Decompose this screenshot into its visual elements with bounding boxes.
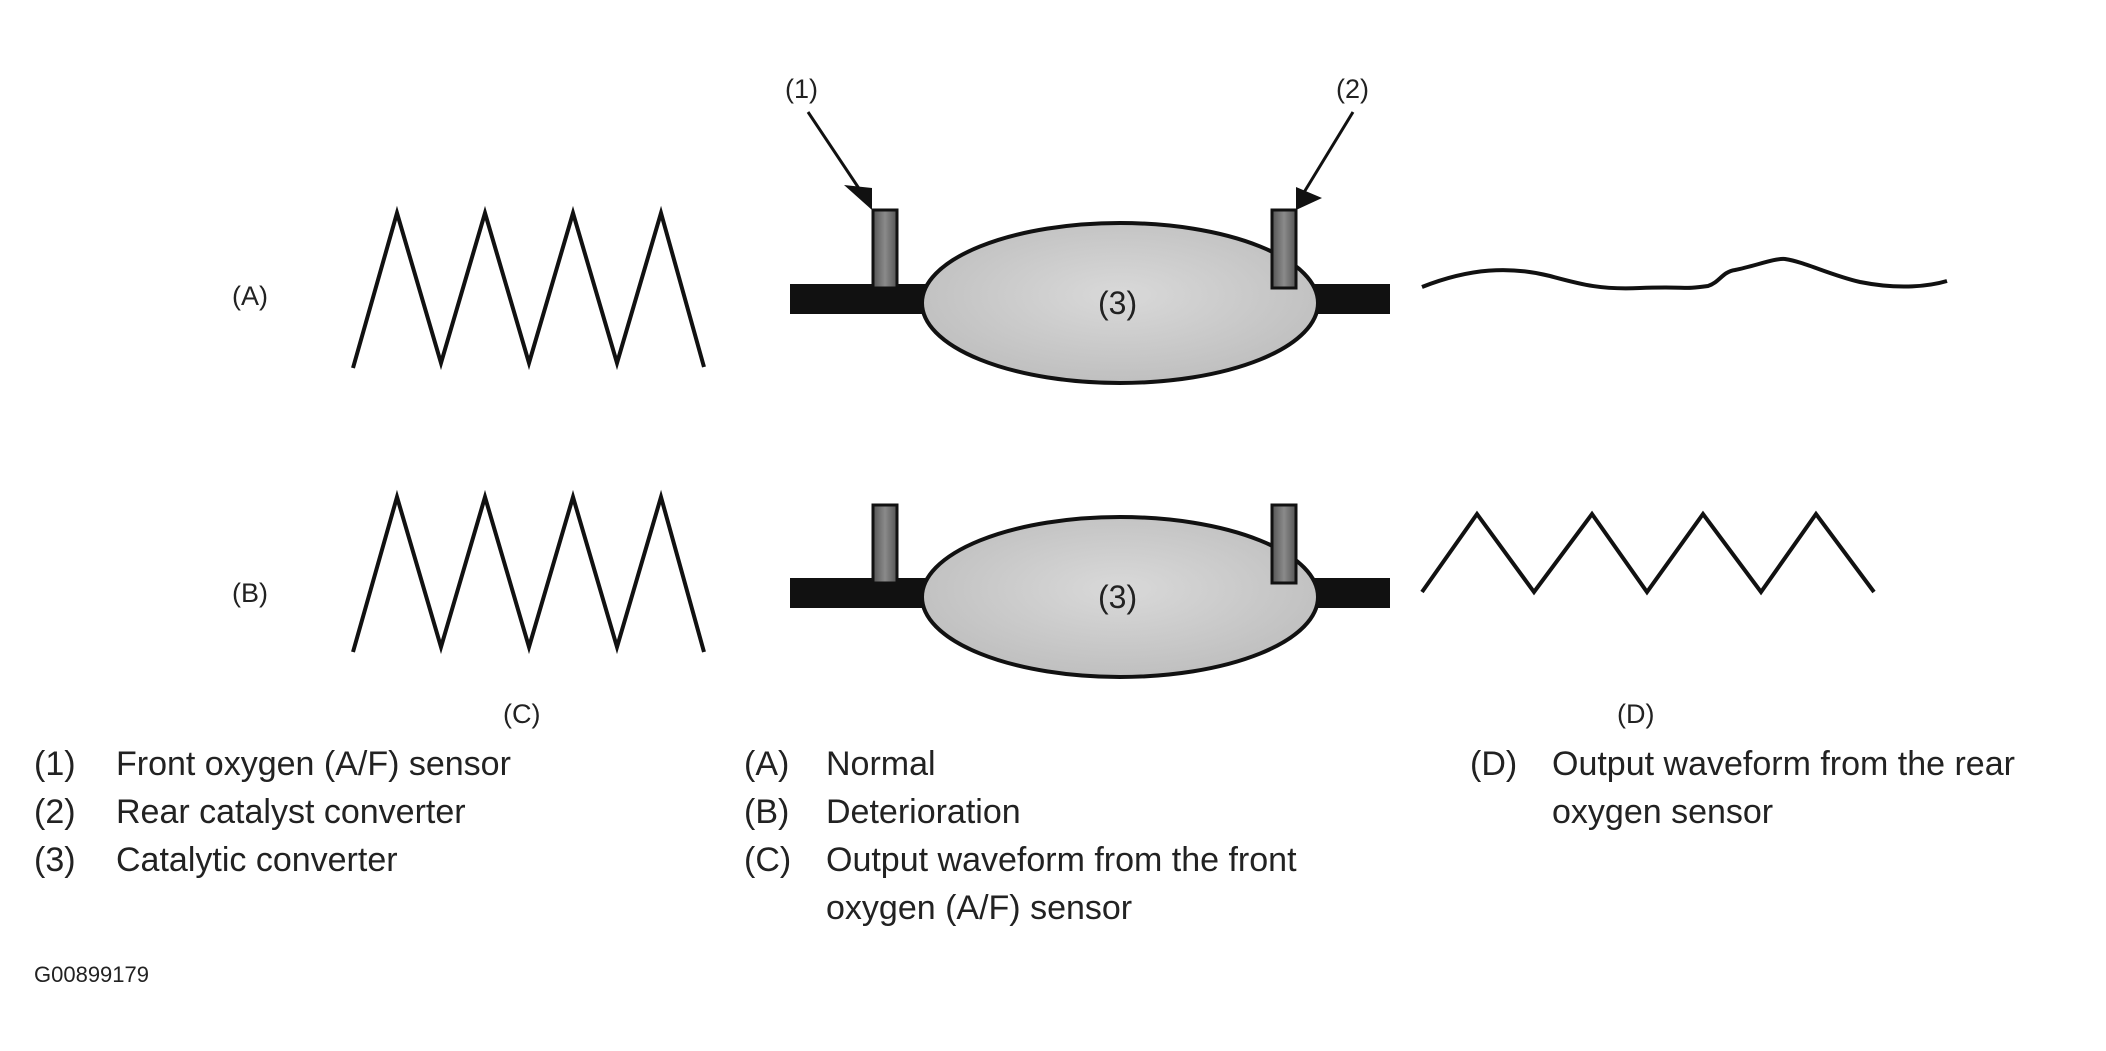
column-d-label: (D)	[1617, 699, 1654, 729]
row-a-label: (A)	[232, 281, 268, 311]
sensor-2-pointer-line	[1301, 111, 1355, 195]
row-b-label: (B)	[232, 578, 268, 608]
exhaust-assembly-b: (3)	[790, 503, 1390, 679]
legend-item: (B) Deterioration	[744, 788, 1404, 836]
front-oxygen-sensor-b	[871, 503, 899, 585]
sensor-2-arrowhead	[1296, 187, 1322, 210]
rear-oxygen-sensor-a	[1270, 208, 1298, 290]
sensor-1-label: (1)	[785, 74, 818, 104]
column-c-label: (C)	[503, 699, 540, 729]
legend-text: Rear catalyst converter	[116, 793, 466, 831]
legend-item: (1) Front oxygen (A/F) sensor	[34, 740, 634, 788]
legend-key: (2)	[34, 793, 76, 831]
converter-a-label: (3)	[1098, 285, 1137, 321]
front-sensor-waveform-a	[351, 205, 706, 371]
legend-item: (3) Catalytic converter	[34, 836, 634, 884]
front-oxygen-sensor-a	[871, 208, 899, 290]
legend-item: (A) Normal	[744, 740, 1404, 788]
legend-item: (C) Output waveform from the front oxygen…	[744, 836, 1404, 932]
front-sensor-waveform-b	[351, 489, 706, 655]
legend-text: Catalytic converter	[116, 841, 398, 879]
legend-text: Output waveform from the front oxygen (A…	[826, 841, 1297, 927]
rear-sensor-waveform-b	[1420, 510, 1876, 596]
exhaust-assembly-a: (3) (1) (2)	[785, 74, 1390, 385]
legend-text: Output waveform from the rear oxygen sen…	[1552, 745, 2015, 831]
legend-text: Normal	[826, 745, 936, 783]
sensor-1-arrowhead	[844, 185, 872, 210]
legend-sensors: (1) Front oxygen (A/F) sensor (2) Rear cata…	[34, 740, 634, 884]
legend-conditions: (A) Normal (B) Deterioration (C) Output wavef…	[744, 740, 1404, 932]
legend-key: (A)	[744, 745, 790, 783]
sensor-2-label: (2)	[1336, 74, 1369, 104]
legend-item: (2) Rear catalyst converter	[34, 788, 634, 836]
legend-key: (3)	[34, 841, 76, 879]
rear-sensor-waveform-a	[1421, 256, 1948, 291]
legend-text: Deterioration	[826, 793, 1021, 831]
catalytic-converter-a	[920, 221, 1320, 385]
sensor-1-pointer-line	[806, 111, 866, 197]
legend-rear-waveform: (D) Output waveform from the rear oxygen …	[1470, 740, 2090, 836]
legend-key: (C)	[744, 841, 792, 879]
legend-key: (B)	[744, 793, 790, 831]
legend-key: (D)	[1470, 745, 1518, 783]
figure-code: G00899179	[34, 962, 149, 987]
catalytic-converter-b	[920, 515, 1320, 679]
legend-item: (D) Output waveform from the rear oxygen …	[1470, 740, 2090, 836]
legend-key: (1)	[34, 745, 76, 783]
converter-b-label: (3)	[1098, 579, 1137, 615]
rear-oxygen-sensor-b	[1270, 503, 1298, 585]
legend-text: Front oxygen (A/F) sensor	[116, 745, 511, 783]
